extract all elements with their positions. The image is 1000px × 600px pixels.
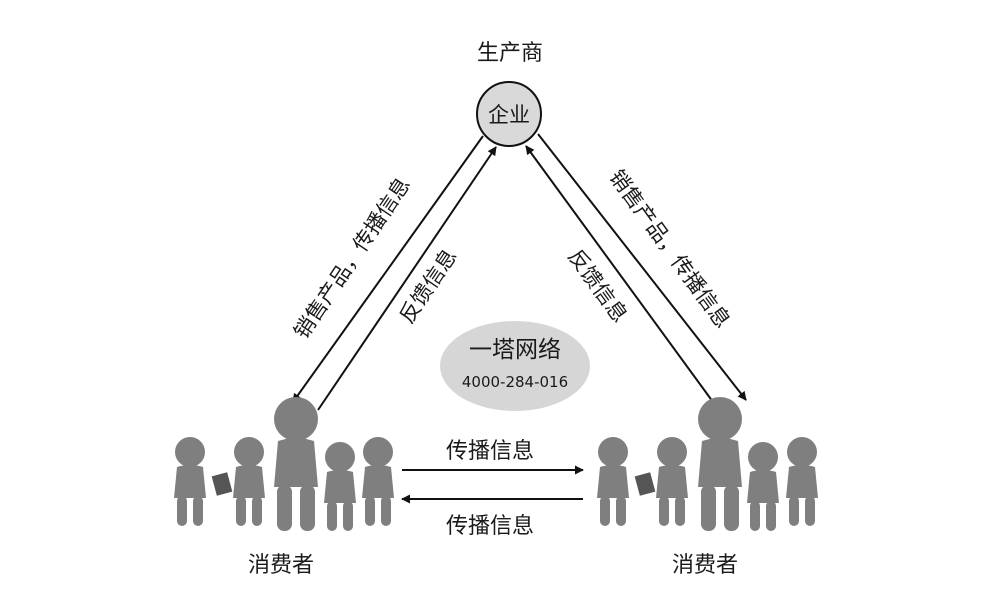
right-inner-edge-label: 反馈信息 bbox=[563, 245, 632, 327]
right-consumer-group bbox=[597, 397, 818, 531]
consumer-figure bbox=[274, 397, 318, 531]
watermark-ellipse bbox=[440, 321, 590, 411]
consumer-figure bbox=[656, 437, 688, 526]
left-inner-edge-label: 反馈信息 bbox=[395, 245, 462, 328]
left-consumer-group bbox=[174, 397, 394, 531]
left-consumer-label: 消费者 bbox=[248, 553, 314, 578]
book-icon bbox=[635, 472, 656, 495]
watermark: 一塔网络 4000-284-016 bbox=[440, 321, 590, 411]
consumer-figure bbox=[324, 442, 356, 531]
enterprise-label: 企业 bbox=[488, 103, 530, 127]
bottom-bottom-edge-label: 传播信息 bbox=[446, 514, 534, 539]
top-bottom-edge-label: 传播信息 bbox=[446, 439, 534, 464]
right-consumer-label: 消费者 bbox=[672, 553, 738, 578]
consumer-figure bbox=[233, 437, 265, 526]
enterprise-node: 企业 bbox=[477, 82, 541, 146]
consumer-figure bbox=[747, 442, 779, 531]
consumer-figure bbox=[597, 437, 629, 526]
consumer-figure bbox=[174, 437, 206, 526]
watermark-phone: 4000-284-016 bbox=[462, 373, 568, 391]
book-icon bbox=[212, 472, 233, 495]
consumer-figure bbox=[362, 437, 394, 526]
watermark-name: 一塔网络 bbox=[469, 337, 561, 363]
consumer-figure bbox=[786, 437, 818, 526]
consumer-figure bbox=[698, 397, 742, 531]
producer-label: 生产商 bbox=[477, 41, 543, 66]
